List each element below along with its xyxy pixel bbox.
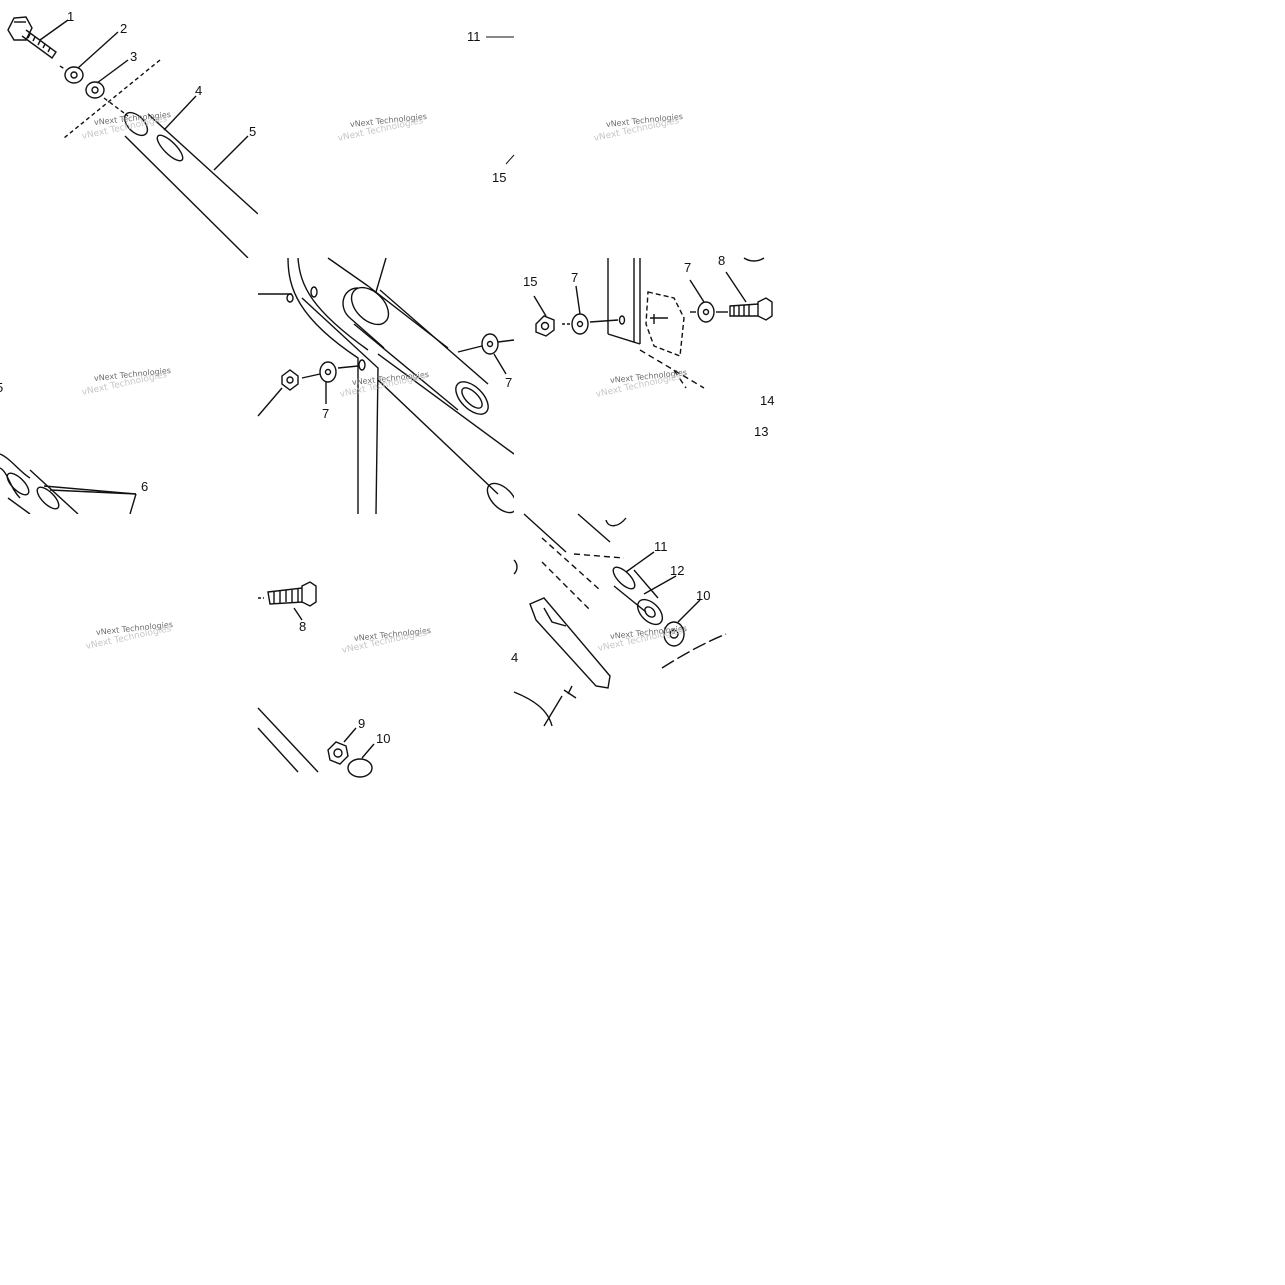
tile-bottom-left: vNext Technologies vNext Technologies [0, 514, 258, 772]
bracket-mount-drawing [533, 257, 773, 389]
callout-13: 13 [754, 424, 769, 439]
callout-9: 9 [358, 716, 366, 731]
callout-8: 8 [299, 619, 307, 634]
callout-10: 10 [376, 731, 391, 746]
callout-7-right: 7 [505, 375, 513, 390]
bolt-nut-washer-drawing [257, 581, 375, 778]
callout-7-washer: 7 [571, 270, 579, 285]
callout-4-edge: 4 [511, 650, 519, 665]
tile-mid-left: 6 5 vNext Technologies vNext Technologie… [0, 258, 258, 515]
callout-5-edge: 5 [0, 381, 3, 394]
callout-7-left: 7 [322, 406, 330, 421]
tile-bottom-center: 8 9 10 vNext Technologies vNext Technolo… [257, 514, 514, 778]
callout-7-washer-2: 7 [684, 260, 692, 275]
tube-bolt-drawing [7, 16, 259, 259]
swing-arm-frame-drawing [257, 257, 518, 515]
callout-11-shaft: 11 [654, 539, 668, 554]
callout-8-bolt: 8 [718, 253, 726, 268]
callout-15: 15 [492, 170, 507, 185]
tile-bottom-right: 11 12 10 4 vNext Technologies vNext Tech… [511, 513, 727, 727]
callout-1: 1 [67, 9, 75, 24]
callout-12: 12 [670, 563, 685, 578]
callout-2: 2 [120, 21, 128, 36]
callout-11-leader [486, 36, 514, 38]
callout-15-nut: 15 [523, 274, 538, 289]
callout-3: 3 [130, 49, 138, 64]
callout-15-leader [505, 154, 515, 165]
callout-14: 14 [760, 393, 775, 408]
callout-4: 4 [195, 83, 203, 98]
tile-top-left: 1 2 3 4 5 vNext Technologies vNext Techn… [0, 0, 259, 259]
callout-10-washer: 10 [696, 588, 711, 603]
callout-5: 5 [249, 124, 257, 139]
tile-mid-center: 7 7 vNext Technologies vNext Technologie… [257, 257, 518, 515]
tile-top-right: vNext Technologies vNext Technologies [514, 0, 772, 258]
shaft-bushing-drawing [513, 513, 727, 727]
callout-11: 11 [467, 29, 481, 44]
tile-mid-right: 15 7 7 8 14 13 vNext Technologies vNext … [514, 254, 775, 514]
callout-6: 6 [141, 479, 149, 494]
tile-top-middle: vNext Technologies vNext Technologies [258, 0, 514, 258]
tube-end-drawing [0, 453, 137, 515]
